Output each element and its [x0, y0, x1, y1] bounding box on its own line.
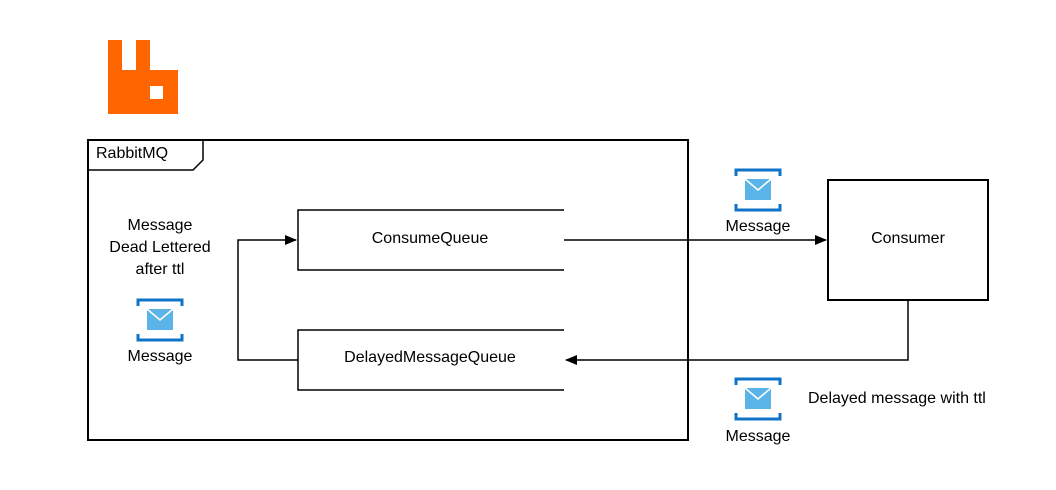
arrow-dead-letter	[237, 235, 298, 361]
rabbitmq-logo	[108, 40, 178, 114]
dead-letter-line-3: after ttl	[135, 261, 185, 278]
consume-queue-label: ConsumeQueue	[371, 230, 489, 247]
delayed-message-note: Delayed message with ttl	[808, 390, 986, 407]
arrow-consumer-to-delayed	[565, 300, 909, 365]
message-label-inner: Message	[127, 348, 193, 365]
delayed-queue-label: DelayedMessageQueue	[344, 349, 516, 366]
frame-title-tab	[88, 140, 204, 171]
dead-letter-line-2: Dead Lettered	[109, 239, 211, 256]
envelope-icon	[734, 168, 782, 212]
message-label-delayed: Message	[725, 428, 791, 445]
frame-title: RabbitMQ	[96, 145, 169, 162]
rabbitmq-frame	[87, 139, 689, 441]
envelope-icon	[136, 298, 184, 342]
dead-letter-line-1: Message	[127, 217, 193, 234]
consumer-label: Consumer	[871, 230, 945, 247]
dead-letter-note: Message Dead Lettered after ttl	[90, 215, 230, 281]
message-label-to-consumer: Message	[725, 218, 791, 235]
envelope-icon	[734, 377, 782, 421]
consume-queue-shape	[297, 209, 564, 271]
